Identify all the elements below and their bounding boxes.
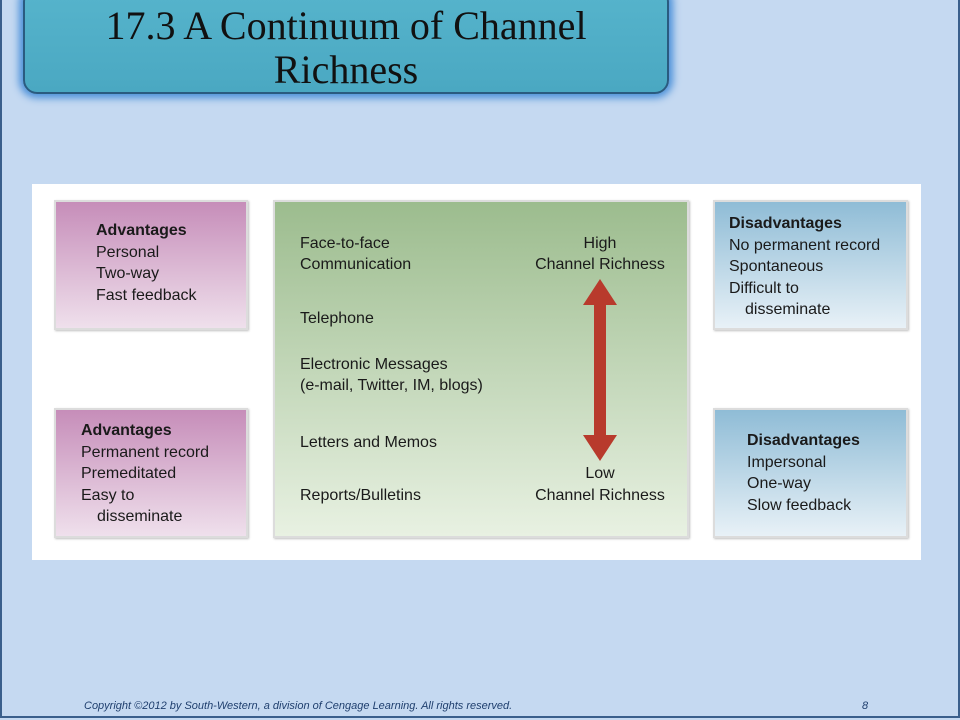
high-richness-label: Channel Richness: [535, 256, 665, 273]
disadvantages-heading: Disadvantages: [729, 215, 842, 232]
list-item: Personal: [96, 243, 160, 261]
list-item: Premeditated: [81, 465, 177, 482]
low-label: Low: [585, 465, 615, 482]
low-richness-label: Channel Richness: [535, 487, 665, 504]
list-item: Two-way: [96, 265, 160, 282]
list-item: Permanent record: [81, 443, 210, 461]
advantages-heading: Advantages: [96, 222, 187, 239]
list-item: Easy to: [81, 486, 135, 504]
disadvantages-card-top: Disadvantages No permanent record Sponta…: [713, 200, 908, 330]
list-item: disseminate: [97, 508, 183, 525]
channel-face-to-face: Face-to-face: [300, 235, 390, 252]
channel-richness-diagram: Advantages Personal Two-way Fast feedbac…: [32, 184, 921, 560]
high-label: High: [583, 235, 617, 252]
title-line-2: Richness: [273, 47, 419, 92]
advantages-card-top: Advantages Personal Two-way Fast feedbac…: [54, 200, 248, 330]
list-item: Difficult to: [729, 279, 799, 297]
disadvantages-card-bottom: Disadvantages Impersonal One-way Slow fe…: [713, 408, 908, 538]
list-item: One-way: [747, 475, 812, 492]
slide-title: 17.3 A Continuum of Channel Richness: [23, 0, 669, 94]
list-item: Slow feedback: [747, 496, 852, 514]
advantages-card-bottom: Advantages Permanent record Premeditated…: [54, 408, 248, 538]
channel-telephone: Telephone: [300, 310, 374, 327]
channel-electronic-examples: (e-mail, Twitter, IM, blogs): [300, 377, 483, 394]
channel-letters-memos: Letters and Memos: [300, 434, 437, 451]
page-number: 8: [862, 700, 869, 712]
channel-electronic-messages: Electronic Messages: [300, 356, 448, 373]
list-item: disseminate: [745, 301, 831, 318]
list-item: Spontaneous: [729, 258, 824, 275]
advantages-heading: Advantages: [81, 422, 172, 439]
list-item: Fast feedback: [96, 286, 197, 304]
list-item: No permanent record: [729, 236, 881, 254]
channel-panel: Face-to-face Communication Telephone Ele…: [273, 200, 689, 538]
channel-communication: Communication: [300, 256, 412, 273]
disadvantages-heading: Disadvantages: [747, 432, 860, 449]
title-line-1: 17.3 A Continuum of Channel: [105, 3, 587, 48]
double-arrow-icon: [583, 279, 617, 461]
copyright-footer: Copyright ©2012 by South-Western, a divi…: [84, 700, 513, 712]
list-item: Impersonal: [747, 453, 827, 471]
channel-reports-bulletins: Reports/Bulletins: [300, 487, 421, 504]
